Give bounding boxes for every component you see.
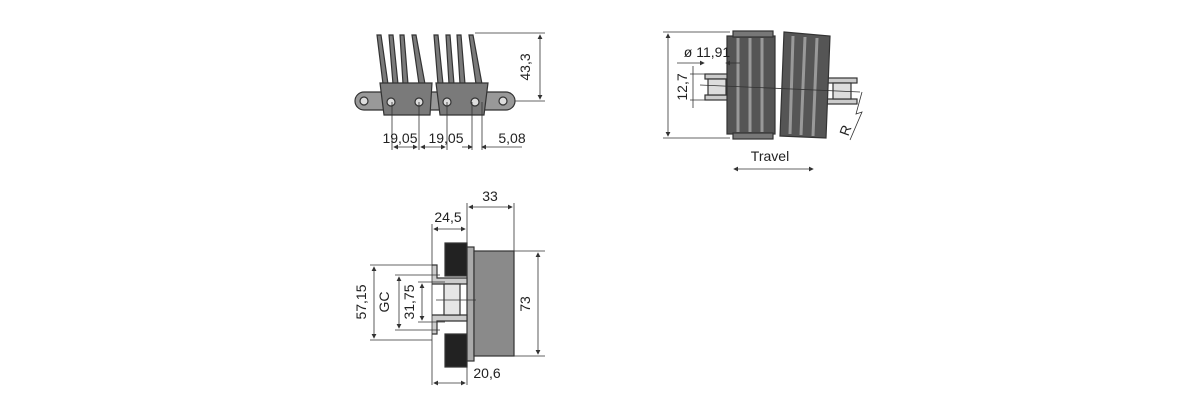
chain-width-label: 12,7 <box>674 73 690 100</box>
roller-bottom <box>444 333 468 368</box>
travel-label: Travel <box>751 148 789 164</box>
top-plate-body <box>473 250 515 357</box>
radius-label: R <box>836 123 854 138</box>
side-view: 43,3 19,05 19,05 5,08 <box>354 32 545 150</box>
chain-section <box>432 264 468 335</box>
base-block-right <box>435 82 489 116</box>
inner-height-label: 31,75 <box>401 284 417 319</box>
pin-holes <box>359 96 508 107</box>
roller-diameter-label: ø 11,91 <box>684 44 731 60</box>
roller-grooves <box>736 35 819 137</box>
height-dim-label: 43,3 <box>517 53 533 80</box>
fingers-left <box>376 34 483 85</box>
roller-top <box>444 242 468 277</box>
height-73-label: 73 <box>517 296 533 312</box>
top-view: ø 11,91 12,7 R Travel <box>663 30 863 172</box>
roller-offset-label: 24,5 <box>434 209 461 225</box>
offset-dim-label: 5,08 <box>498 130 525 146</box>
link-plate <box>354 91 516 111</box>
guide-clearance-label: GC <box>376 292 392 313</box>
height-57-label: 57,15 <box>353 284 369 319</box>
end-view: 33 24,5 20,6 73 57,15 GC 31,75 <box>353 188 545 386</box>
pitch-1-label: 19,05 <box>382 130 417 146</box>
pitch-2-label: 19,05 <box>428 130 463 146</box>
overall-width-label: 33 <box>482 188 498 204</box>
bottom-width-label: 20,6 <box>473 365 500 381</box>
